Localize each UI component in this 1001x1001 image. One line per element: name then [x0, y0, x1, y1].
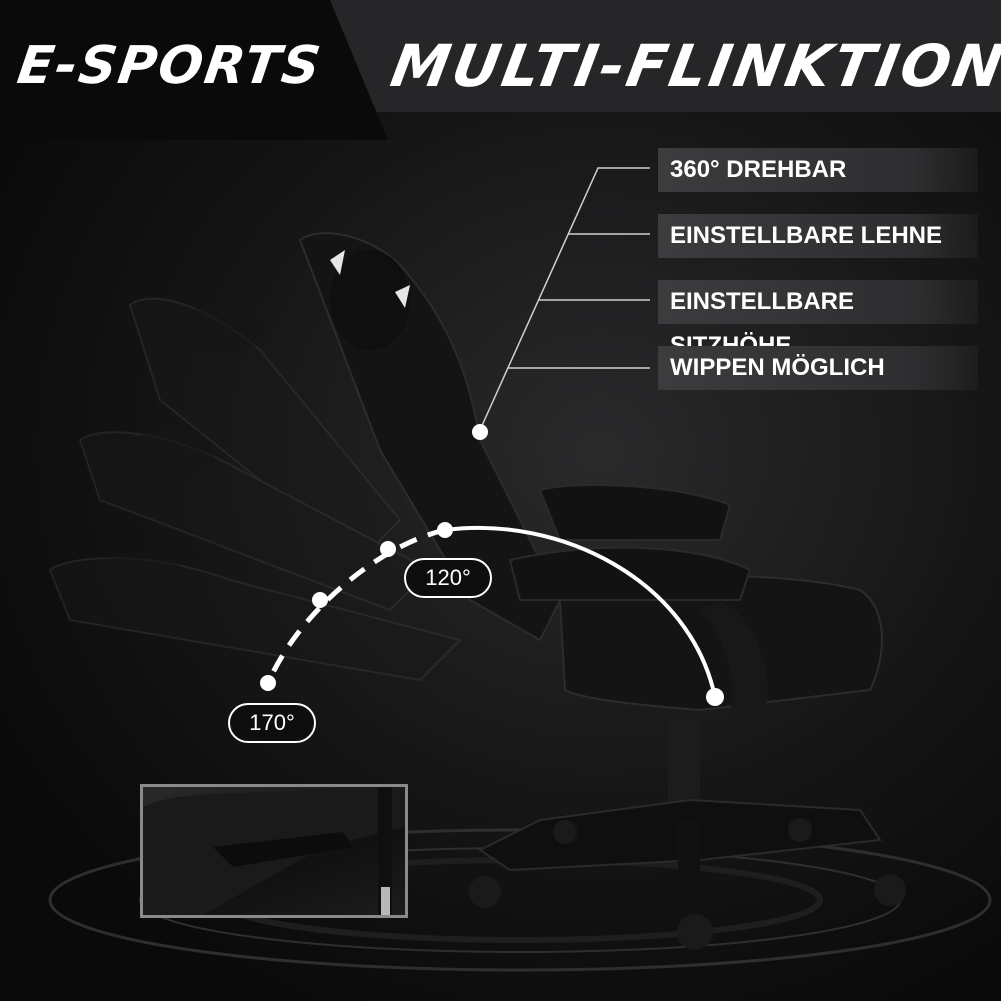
header-left-tab [0, 0, 388, 140]
angle-badge-170: 170° [228, 703, 316, 743]
arc-dot [260, 675, 276, 691]
feature-leader-lines [479, 167, 650, 431]
feature-rocking: WIPPEN MÖGLICH [658, 346, 978, 390]
arc-dot [437, 522, 453, 538]
ghost-pillows [98, 304, 265, 599]
recline-arc-dashed [265, 527, 446, 685]
feature-adjustable-seat-height: EINSTELLBARE SITZHÖHE [658, 280, 978, 359]
chair-base [469, 720, 906, 950]
feature-360-swivel: 360° DREHBAR [658, 148, 978, 192]
angle-badge-120: 120° [404, 558, 492, 598]
detail-inset-lever [140, 784, 408, 918]
arc-dot [380, 541, 396, 557]
pointer-dot [472, 424, 488, 440]
lever-detail-illustration [143, 787, 405, 915]
chair-seat [508, 484, 883, 720]
arc-dot [312, 592, 328, 608]
recline-arc-solid [444, 525, 717, 698]
arc-dot [706, 688, 724, 706]
feature-adjustable-backrest: EINSTELLBARE LEHNE [658, 214, 978, 258]
